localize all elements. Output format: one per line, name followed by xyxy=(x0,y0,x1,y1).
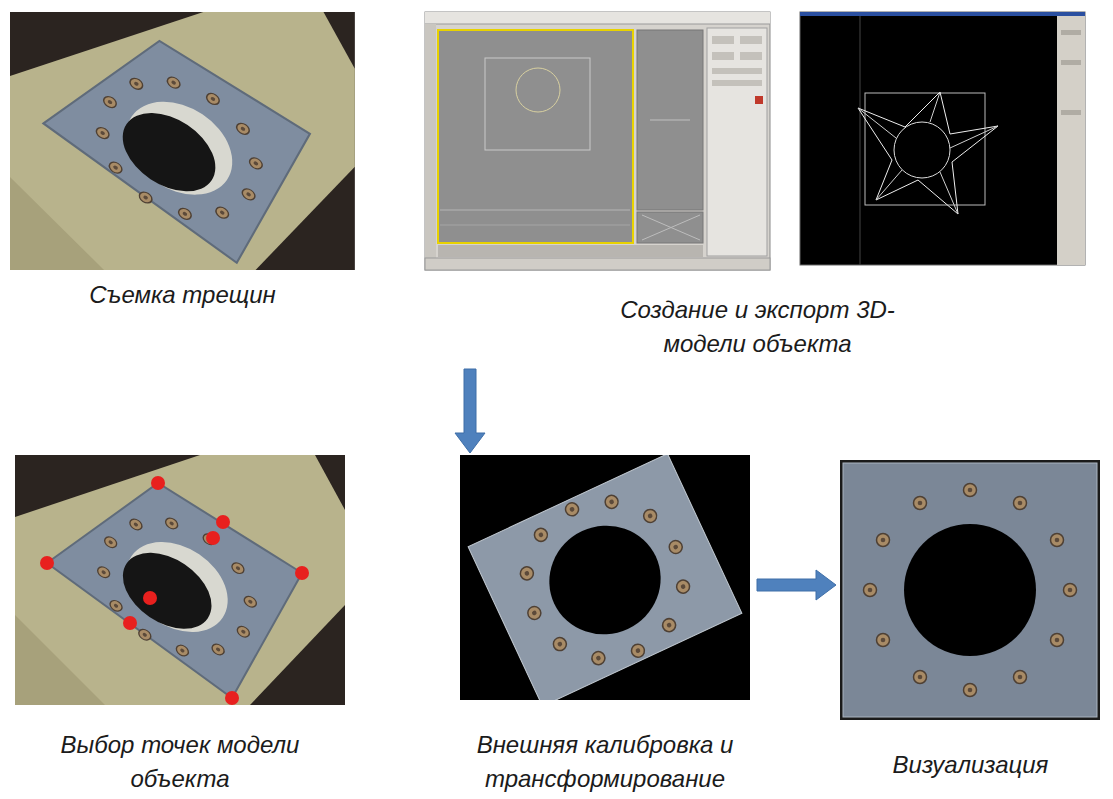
process-step: Создание и экспорт 3D-модели объекта xyxy=(425,12,1090,367)
process-step: Выбор точек модели объекта xyxy=(15,455,345,799)
process-step: Съемка трещин xyxy=(10,12,355,318)
flow-arrow xyxy=(757,570,836,600)
step-caption: Выбор точек модели объекта xyxy=(30,728,330,796)
step-caption: Визуализация xyxy=(838,748,1103,782)
process-step: Внешняя калибровка и трансформирование xyxy=(455,455,755,799)
wireframe-screenshot xyxy=(800,12,1085,265)
transformed-plate xyxy=(460,454,750,706)
step-caption: Внешняя калибровка и трансформирование xyxy=(455,728,755,796)
flow-arrow xyxy=(455,369,485,453)
step-caption: Съемка трещин xyxy=(10,278,355,312)
step-caption: Создание и экспорт 3D-модели объекта xyxy=(593,293,923,361)
process-step: Визуализация xyxy=(838,458,1103,788)
crack-photo xyxy=(10,12,355,270)
points-photo xyxy=(15,455,345,705)
visualized-plate xyxy=(840,460,1100,720)
editor-screenshot xyxy=(425,12,770,270)
